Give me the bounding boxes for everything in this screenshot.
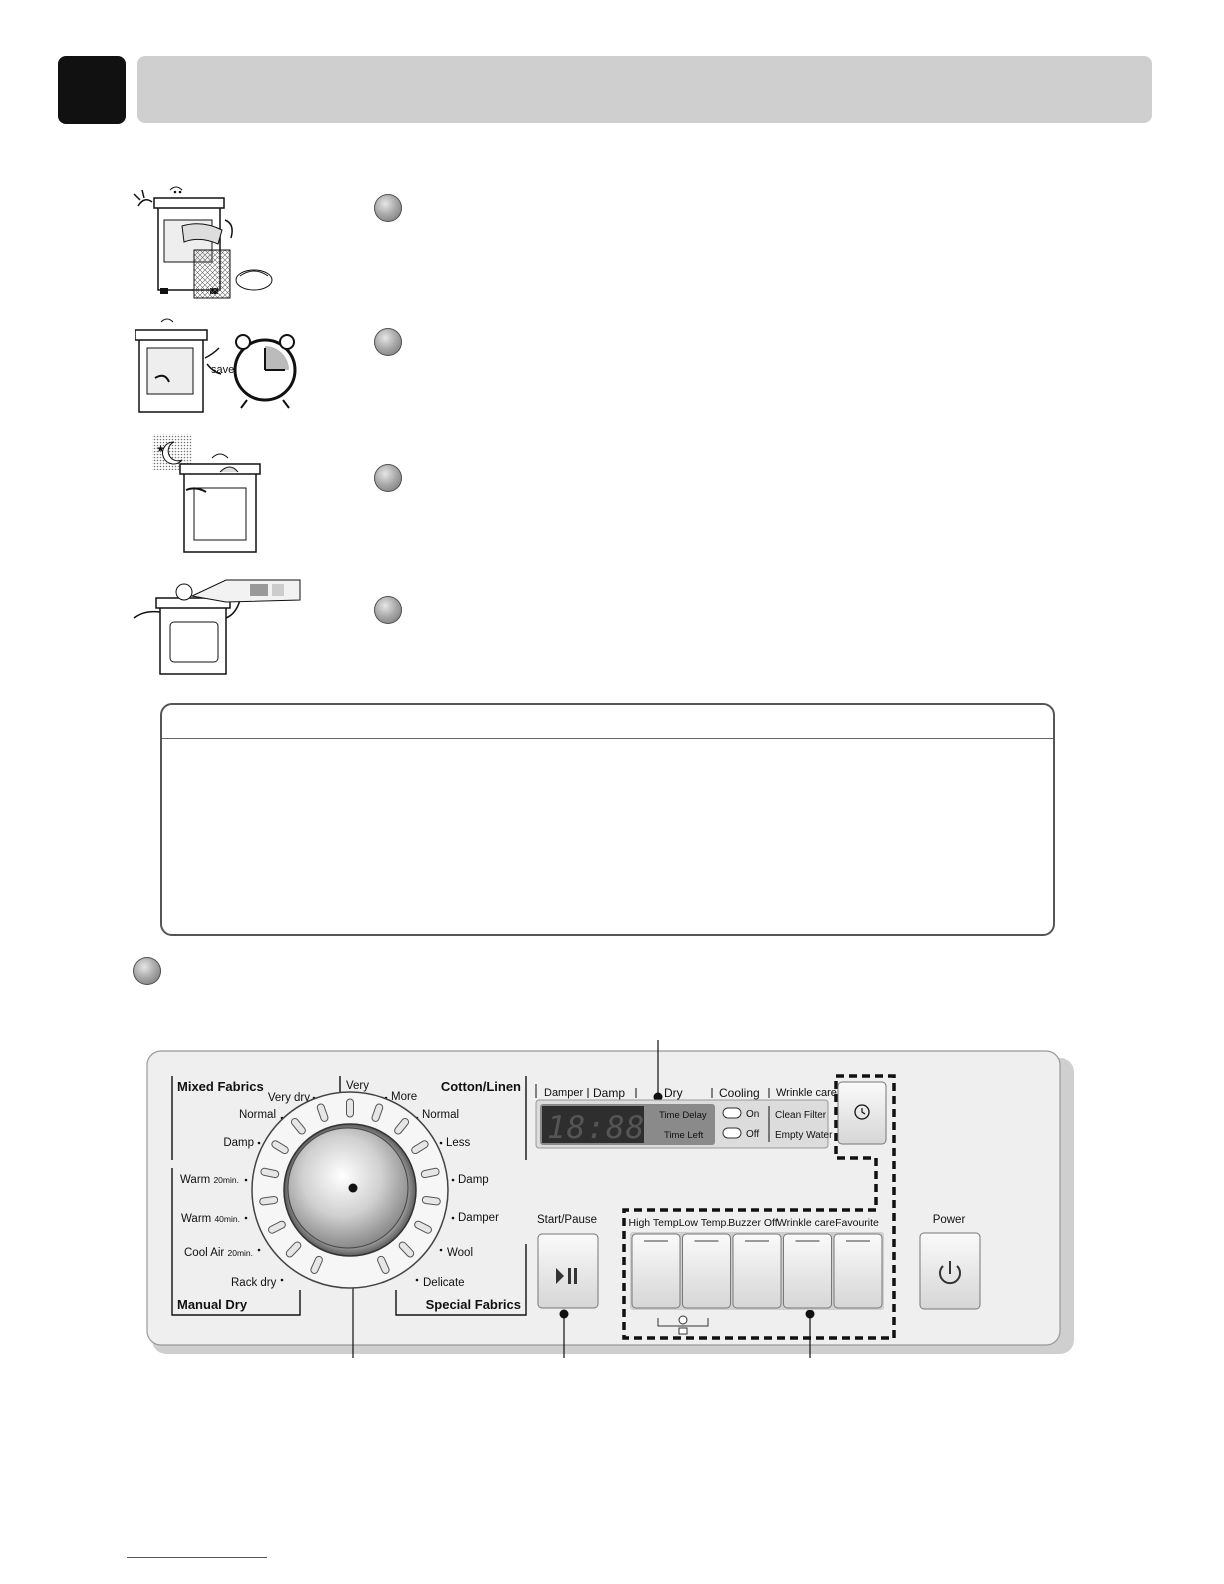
bullet-icon [374, 194, 402, 222]
dial-tick [394, 1117, 410, 1135]
dial-tick [421, 1195, 441, 1206]
program-label-warm-40: Warm 40min. [181, 1213, 240, 1225]
dial-tick [259, 1195, 279, 1206]
program-label-very: Very [346, 1080, 369, 1092]
dial-tick [411, 1140, 429, 1155]
dial-tick [398, 1241, 415, 1258]
option-button-wrinkle-care[interactable] [783, 1233, 832, 1309]
dial-tick [271, 1140, 289, 1155]
option-label-favourite: Favourite [835, 1217, 879, 1229]
manual-dry-title: Manual Dry [177, 1297, 248, 1312]
note-box [160, 703, 1055, 936]
dial-tick [260, 1167, 280, 1179]
dial-tick [346, 1098, 354, 1118]
program-label-delicate: Delicate [423, 1277, 465, 1289]
program-label-normal: Normal [239, 1109, 276, 1121]
option-button-favourite[interactable] [833, 1233, 883, 1309]
svg-text:save: save [211, 364, 234, 376]
time-delay-label: Time Delay [659, 1110, 707, 1121]
time-left-label: Time Left [664, 1130, 704, 1141]
cooling-off-label: Off [746, 1129, 759, 1140]
bullet-icon [374, 464, 402, 492]
program-label-cool-air: Cool Air 20min. [184, 1247, 253, 1259]
status-label-wrinkle-care: Wrinkle care [776, 1087, 837, 1099]
control-display-illustration [133, 579, 301, 675]
program-label-very-dry: Very dry [268, 1092, 310, 1104]
svg-text:★: ★ [156, 444, 165, 455]
dial-tick [377, 1255, 390, 1274]
footer-link-underline[interactable] [127, 1557, 267, 1558]
save-time-illustration: save [135, 318, 297, 413]
status-label-cooling: Cooling [719, 1086, 760, 1100]
control-panel-diagram: Mixed Fabrics Cotton/Linen Manual Dry Sp… [146, 1040, 1074, 1358]
empty-water-label: Empty Water [775, 1130, 833, 1141]
cotton-linen-title: Cotton/Linen [441, 1079, 521, 1094]
start-pause-label: Start/Pause [537, 1214, 597, 1226]
chapter-marker [58, 56, 126, 124]
header-bar [137, 56, 1152, 123]
program-label-less: Less [446, 1137, 471, 1149]
power-button[interactable] [919, 1232, 981, 1310]
option-label-buzzer-off: Buzzer Off [728, 1217, 777, 1229]
dial-tick [316, 1103, 329, 1122]
bullet-icon [374, 596, 402, 624]
option-button-buzzer-off[interactable] [732, 1233, 782, 1309]
display-digits: 18:88 [547, 1110, 645, 1146]
option-label-wrinkle-care: Wrinkle care [777, 1217, 835, 1229]
clean-filter-label: Clean Filter [775, 1110, 827, 1121]
dial-tick [290, 1117, 306, 1135]
bullet-icon [133, 957, 161, 985]
option-label-high-temp: High Temp. [629, 1217, 682, 1229]
program-label-rack-dry: Rack dry [231, 1277, 277, 1289]
time-delay-button[interactable] [837, 1081, 887, 1145]
dial-tick [414, 1220, 432, 1234]
program-dial[interactable] [251, 1091, 449, 1289]
program-label-normal-cotton: Normal [422, 1109, 459, 1121]
status-label-damper: Damper [544, 1087, 583, 1099]
special-fabrics-title: Special Fabrics [426, 1297, 521, 1312]
option-button-low-temp[interactable] [682, 1233, 731, 1309]
night-operation-illustration: ★ [152, 434, 261, 553]
program-label-more: More [391, 1091, 417, 1103]
status-label-damp: Damp [593, 1086, 625, 1100]
dial-tick [285, 1241, 302, 1258]
program-label-damp: Damp [223, 1137, 254, 1149]
program-label-warm-20: Warm 20min. [180, 1174, 239, 1186]
status-label-dry: Dry [664, 1086, 683, 1100]
program-label-wool: Wool [447, 1247, 473, 1259]
program-label-damper: Damper [458, 1212, 499, 1224]
bullet-icon [374, 328, 402, 356]
option-label-low-temp: Low Temp. [679, 1217, 730, 1229]
loading-laundry-illustration [133, 186, 273, 299]
dial-tick [371, 1103, 384, 1122]
start-pause-button[interactable] [537, 1233, 599, 1309]
option-button-high-temp[interactable] [631, 1233, 681, 1309]
mixed-fabrics-title: Mixed Fabrics [177, 1079, 264, 1094]
dial-tick [268, 1220, 286, 1234]
cooling-on-label: On [746, 1109, 759, 1120]
power-label: Power [933, 1214, 966, 1226]
dial-tick [420, 1167, 440, 1179]
dial-tick [310, 1255, 323, 1274]
program-label-damp-cotton: Damp [458, 1174, 489, 1186]
